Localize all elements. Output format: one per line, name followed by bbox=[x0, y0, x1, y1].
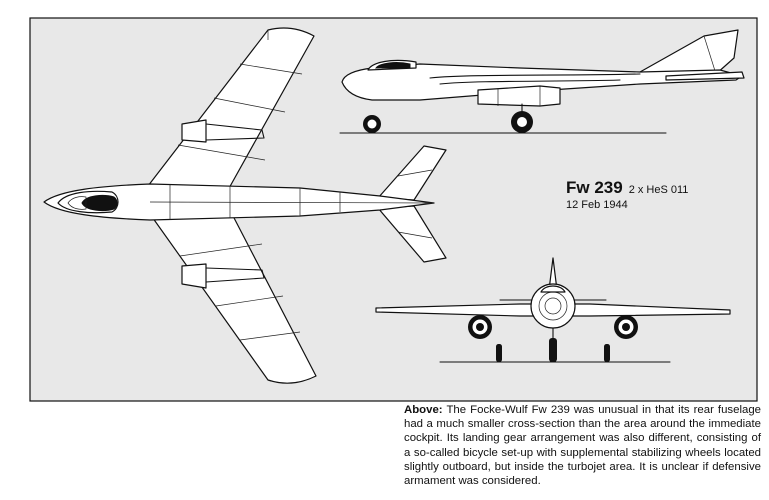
three-view-drawing bbox=[29, 17, 758, 402]
engine-spec: 2 x HeS 011 bbox=[628, 184, 689, 196]
plan-lower-wing bbox=[149, 213, 317, 384]
plan-upper-engine bbox=[181, 119, 207, 143]
side-view bbox=[339, 29, 745, 134]
plan-lower-engine bbox=[181, 263, 207, 289]
plan-canopy-glass bbox=[81, 194, 118, 212]
aircraft-label: Fw 239 2 x HeS 011 12 Feb 1944 bbox=[566, 178, 688, 211]
front-main-wheel bbox=[549, 338, 557, 362]
figure-caption: Above: The Focke-Wulf Fw 239 was unusual… bbox=[404, 403, 761, 488]
side-tailplane bbox=[665, 71, 745, 81]
plan-view bbox=[43, 27, 447, 384]
aircraft-designation: Fw 239 bbox=[566, 178, 623, 197]
drawing-date: 12 Feb 1944 bbox=[566, 199, 628, 211]
caption-lead: Above: bbox=[404, 404, 443, 416]
front-left-outrigger bbox=[496, 344, 502, 362]
plan-upper-wing bbox=[147, 27, 315, 191]
caption-text: The Focke-Wulf Fw 239 was unusual in tha… bbox=[404, 404, 761, 488]
front-view bbox=[375, 257, 731, 363]
front-right-outrigger bbox=[604, 344, 610, 362]
side-engine-nacelle bbox=[477, 85, 561, 107]
